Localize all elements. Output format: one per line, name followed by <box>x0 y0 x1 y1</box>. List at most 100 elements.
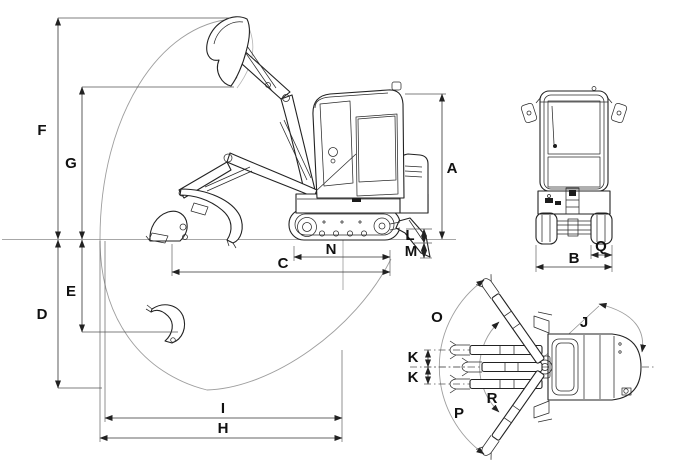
hood-vents <box>404 165 423 178</box>
rear-wiper <box>551 105 555 145</box>
beacon <box>391 81 402 91</box>
top-boom-swung-down <box>476 370 545 460</box>
cab-brace <box>315 153 357 192</box>
rear-window <box>547 100 601 155</box>
dimension-H: H <box>99 241 343 442</box>
dim-label-e: E <box>66 283 76 300</box>
body-vent <box>352 197 361 202</box>
dim-label-m: M <box>405 243 418 260</box>
track-tread-marks <box>322 220 362 224</box>
top-dot-2 <box>618 350 622 354</box>
top-panel-lines <box>583 335 615 399</box>
right-mirror-stalk <box>606 96 613 104</box>
track-inner <box>294 213 395 236</box>
wiper-pivot-small <box>330 158 336 164</box>
road-wheel <box>361 230 367 237</box>
undercarriage <box>288 208 401 241</box>
excavator-side <box>145 16 431 344</box>
upper-structure <box>295 81 429 214</box>
dim-label-r: R <box>487 390 498 407</box>
dim-label-q: Q <box>595 238 607 255</box>
digging-envelope-arc <box>99 18 392 391</box>
drive-sprocket <box>297 217 317 237</box>
boom-cylinder <box>279 119 312 181</box>
bucket-underground-teeth <box>145 304 153 313</box>
dim-label-k2: K <box>408 369 419 386</box>
dimension-D: D <box>37 239 102 389</box>
left-mirror <box>520 102 538 124</box>
dim-label-o: O <box>431 309 443 326</box>
top-body-outline <box>547 333 642 401</box>
dimension-I: I <box>104 241 343 422</box>
dimension-K-lower: K <box>408 366 431 386</box>
top-track-wings <box>533 315 550 419</box>
dim-label-i: I <box>221 400 225 417</box>
dipper-cylinder-lowered <box>204 166 253 192</box>
dimension-B: B <box>535 245 613 272</box>
top-cab-roof-inner <box>555 342 575 392</box>
top-body <box>533 311 642 423</box>
dimension-F: F <box>37 17 231 240</box>
dim-label-l: L <box>405 227 414 244</box>
boom-lowered <box>178 152 318 249</box>
dim-label-h: H <box>218 420 229 437</box>
bucket-ground-link <box>179 223 187 231</box>
top-dot-1 <box>618 342 622 346</box>
dim-label-a: A <box>447 160 458 177</box>
bucket-top-detail <box>213 21 244 87</box>
bucket-ground-link2 <box>182 234 188 240</box>
rear-right-track-ribs <box>596 215 606 242</box>
bucket-underground-shell <box>150 304 186 344</box>
inner-swing-arc <box>479 321 500 413</box>
dim-label-k1: K <box>408 349 419 366</box>
dimension-G: G <box>65 86 234 240</box>
top-arm-upper-offset <box>424 340 543 360</box>
left-mirror-stalk <box>535 96 542 104</box>
tail-swing-arc <box>598 302 647 353</box>
rear-detail-3 <box>547 194 551 198</box>
dimension-K-upper: K <box>408 349 431 368</box>
dim-label-n: N <box>326 241 337 258</box>
bucket-ground-tooth <box>145 232 169 244</box>
dimension-C: C <box>171 244 391 276</box>
rear-axle-lines <box>557 224 591 231</box>
wiper-pivot <box>328 147 338 157</box>
bucket-ground-shell <box>149 210 188 242</box>
rear-wiper-motor <box>553 144 557 148</box>
bucket-underground-link <box>170 337 176 343</box>
door-window <box>355 113 399 197</box>
dim-label-d: D <box>37 306 48 323</box>
road-wheel <box>319 230 325 237</box>
boom-lower-section <box>280 94 317 199</box>
rear-hitch-lines <box>566 199 579 208</box>
cab-roof-line <box>314 92 389 109</box>
rear-cab-inner <box>543 94 605 190</box>
top-blade-edges <box>537 311 553 423</box>
cylinder-joint <box>265 82 271 88</box>
bucket-curled-teeth <box>190 202 237 249</box>
rear-detail-2 <box>555 201 561 205</box>
dim-label-g: G <box>65 155 77 172</box>
top-bucket-center <box>461 357 482 377</box>
elbow-joint <box>223 153 233 163</box>
top-rear-latch <box>621 387 632 396</box>
rear-axle-hub <box>567 218 579 237</box>
dim-label-p: P <box>454 405 464 422</box>
side-view: F G E D A L <box>2 16 458 442</box>
rear-hitch-block <box>569 190 576 196</box>
rear-axle <box>556 220 592 235</box>
idler-hub <box>378 222 386 230</box>
rear-hitch <box>565 187 580 215</box>
top-view: K K O J R P <box>408 274 656 460</box>
bucket-curled-position <box>179 188 243 244</box>
top-bucket-lower <box>449 374 470 394</box>
rear-view: Q B <box>520 86 628 272</box>
boom-raised <box>206 16 317 199</box>
dimension-Q: Q <box>590 238 613 272</box>
road-wheel <box>333 230 339 237</box>
bucket-ground-position <box>145 210 188 244</box>
dimension-E: E <box>66 239 178 333</box>
dimension-A: A <box>405 93 458 240</box>
